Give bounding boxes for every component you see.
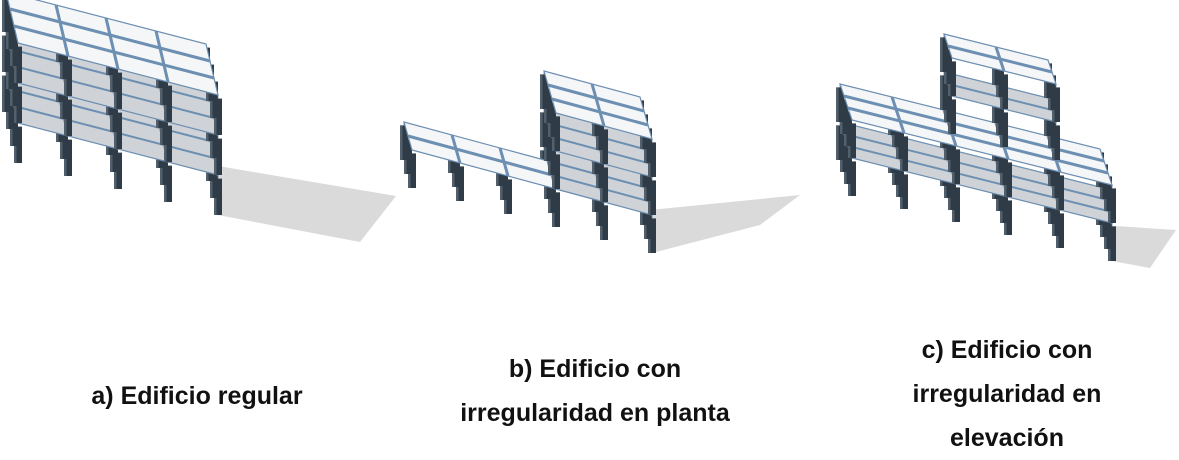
beam-line <box>847 106 1109 175</box>
beam-line <box>104 17 120 70</box>
column <box>836 87 844 122</box>
column <box>940 75 948 110</box>
caption-b: b) Edificio con irregularidad en planta <box>400 347 790 435</box>
shadow <box>206 164 396 242</box>
beam-line <box>947 44 1053 74</box>
caption-c-line-2: irregularidad en <box>912 380 1102 408</box>
column-highlight <box>836 87 839 122</box>
beam-line <box>843 94 1105 163</box>
beam-line <box>154 30 170 83</box>
column-highlight <box>940 75 943 110</box>
shadow <box>1100 225 1176 268</box>
column <box>2 75 10 112</box>
beam-line <box>547 83 645 113</box>
building-c-elevation-irregular <box>836 33 1176 268</box>
column-highlight <box>2 35 5 72</box>
beam-line <box>9 7 211 63</box>
column-highlight <box>2 75 5 112</box>
column-highlight <box>540 112 543 147</box>
column-highlight <box>2 0 5 33</box>
column <box>540 74 548 109</box>
roof-slab <box>543 70 653 143</box>
beam-line <box>551 97 649 127</box>
caption-c: c) Edificio con irregularidad en elevaci… <box>835 328 1179 460</box>
caption-b-line-1: b) Edificio con <box>508 355 682 383</box>
column <box>540 112 548 147</box>
roof-slab <box>943 33 1057 88</box>
building-a-regular <box>2 0 396 242</box>
column <box>2 35 10 72</box>
column-highlight <box>540 74 543 109</box>
column-highlight <box>836 125 839 160</box>
column <box>836 125 844 160</box>
caption-a: a) Edificio regular <box>0 374 394 418</box>
beam-line <box>890 96 906 134</box>
column <box>940 37 948 72</box>
column <box>400 125 408 160</box>
column-highlight <box>940 37 943 72</box>
column-highlight <box>400 125 403 160</box>
shadow <box>640 195 800 253</box>
beam-line <box>590 83 606 127</box>
caption-a-line-1: a) Edificio regular <box>91 382 303 410</box>
beam-line <box>847 145 1109 212</box>
roof-slab <box>7 0 219 99</box>
beam-line <box>13 24 215 80</box>
building-b-plan-irregular <box>400 70 800 253</box>
roof-slab <box>839 83 1113 189</box>
column <box>2 0 10 33</box>
caption-c-line-1: c) Edificio con <box>921 336 1093 364</box>
caption-b-line-2: irregularidad en planta <box>460 399 730 427</box>
caption-c-line-3: elevación <box>950 424 1064 452</box>
beam-line <box>54 4 70 57</box>
